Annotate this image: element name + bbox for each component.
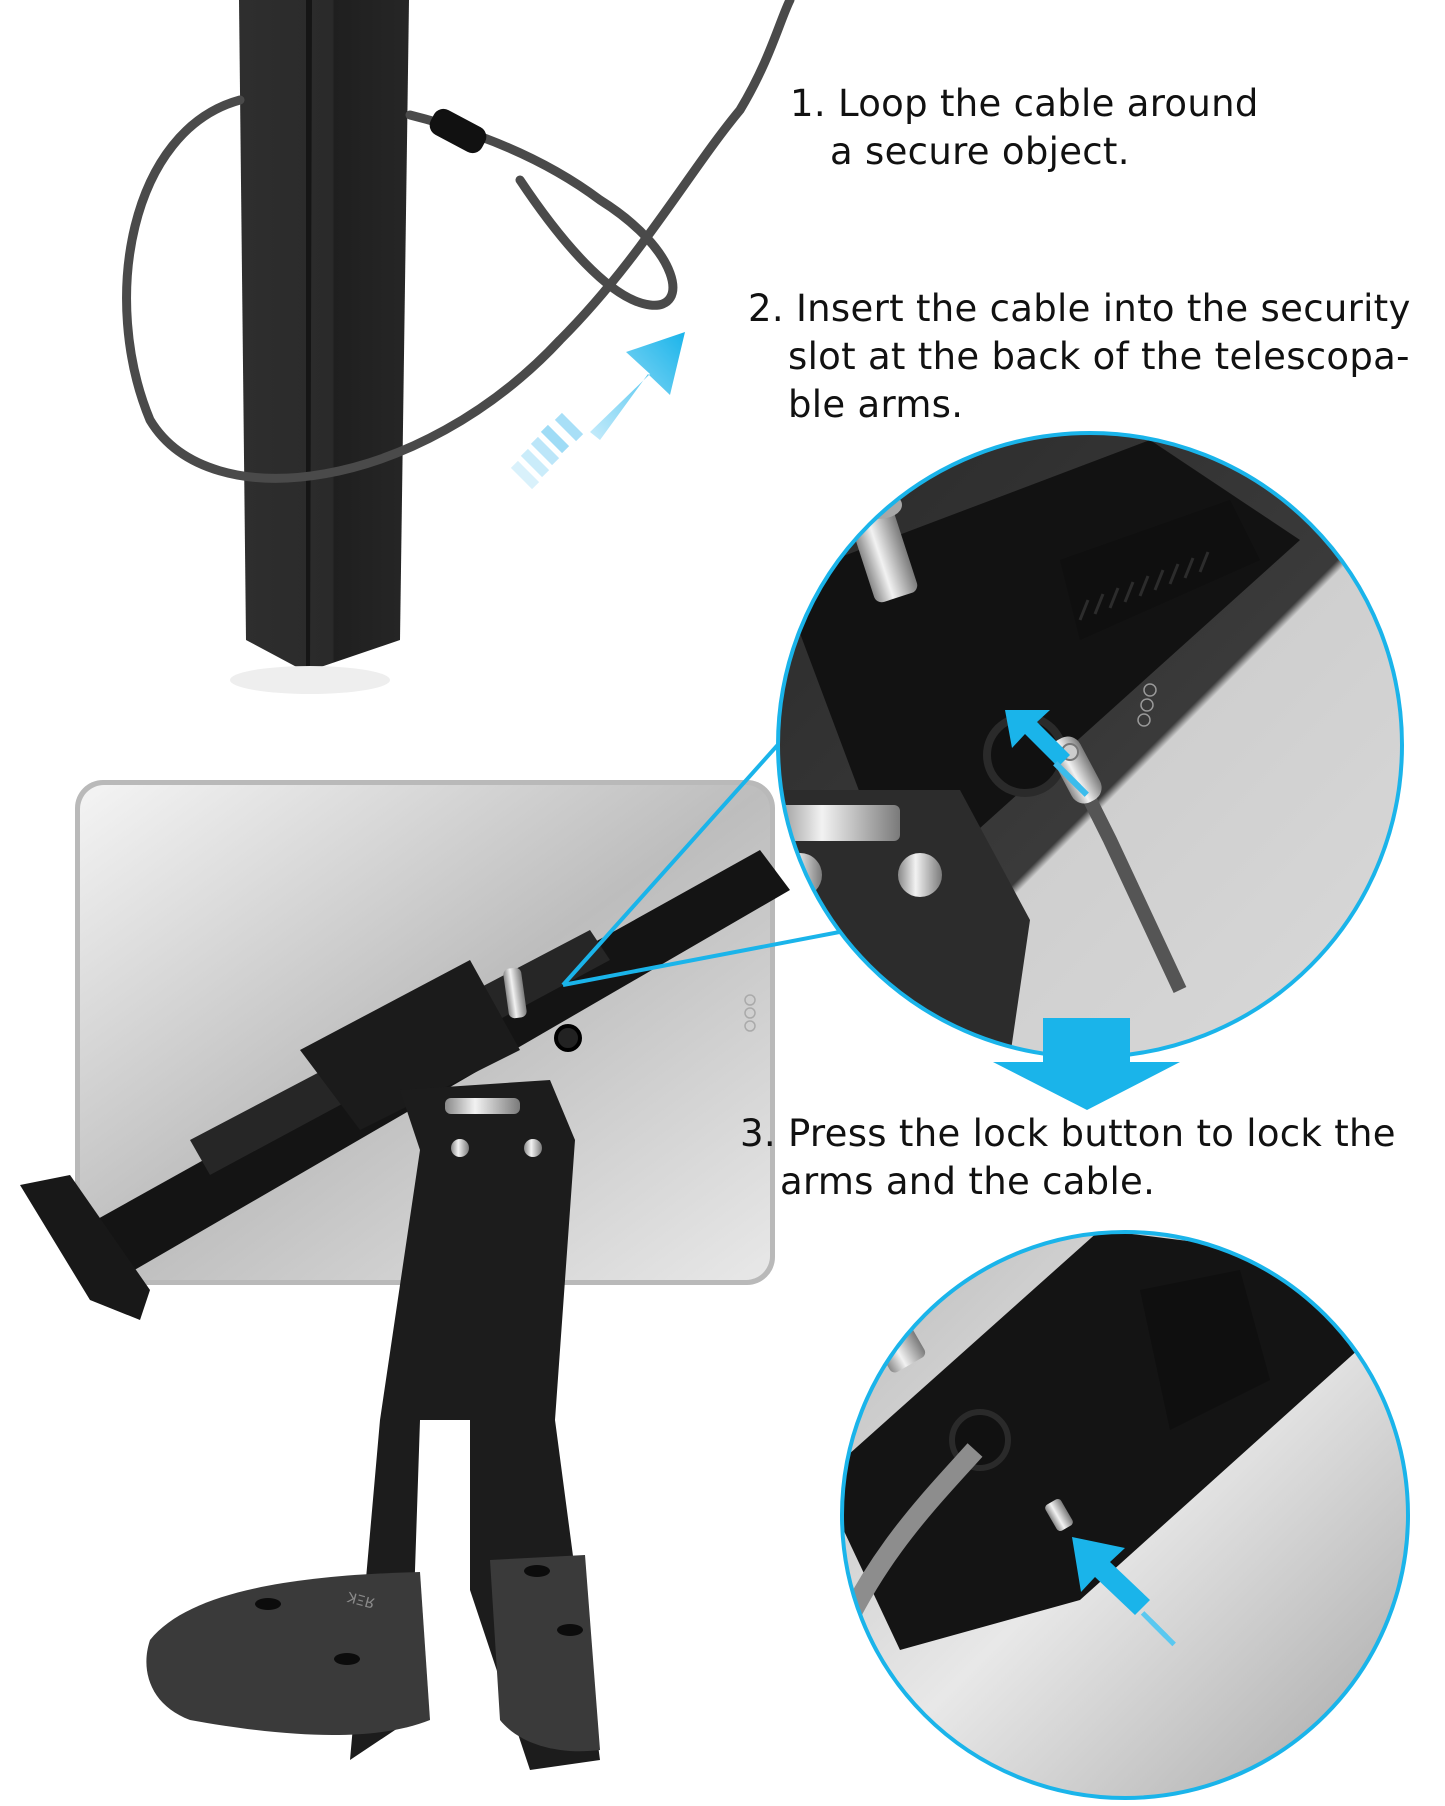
step-text-line: Press the lock button to lock the: [787, 1112, 1396, 1155]
arrow-down-icon: [993, 1018, 1180, 1110]
step-number: 2.: [748, 287, 784, 330]
step-number: 3.: [740, 1112, 776, 1155]
step-text-line: a secure object.: [830, 130, 1130, 173]
detail-circle-lock-button: [840, 1230, 1410, 1800]
step-1-instruction: 1. Loop the cable around a secure object…: [790, 80, 1259, 176]
step-text-line: Insert the cable into the security: [795, 287, 1411, 330]
step-text-line: arms and the cable.: [780, 1160, 1156, 1203]
step-2-instruction: 2. Insert the cable into the security sl…: [748, 285, 1411, 429]
stand-illustration: ЯΞK: [146, 1080, 600, 1770]
step-text-line: Loop the cable around: [837, 82, 1259, 125]
callout-lines: [561, 718, 851, 987]
arrow-up-left-icon: [1005, 710, 1089, 797]
step-3-instruction: 3. Press the lock button to lock the arm…: [740, 1110, 1396, 1206]
arrow-up-right-icon: [510, 332, 685, 490]
security-cable: [122, 0, 795, 483]
arrow-up-left-icon: [1072, 1537, 1176, 1647]
base-logo: ЯΞK: [345, 1588, 377, 1611]
step-text-line: slot at the back of the telescopa-: [788, 335, 1410, 378]
step-text-line: ble arms.: [788, 383, 964, 426]
post-illustration: [230, 0, 409, 694]
telescopic-arm: [20, 850, 790, 1320]
detail-circle-security-slot: [776, 431, 1404, 1059]
step-number: 1.: [790, 82, 826, 125]
